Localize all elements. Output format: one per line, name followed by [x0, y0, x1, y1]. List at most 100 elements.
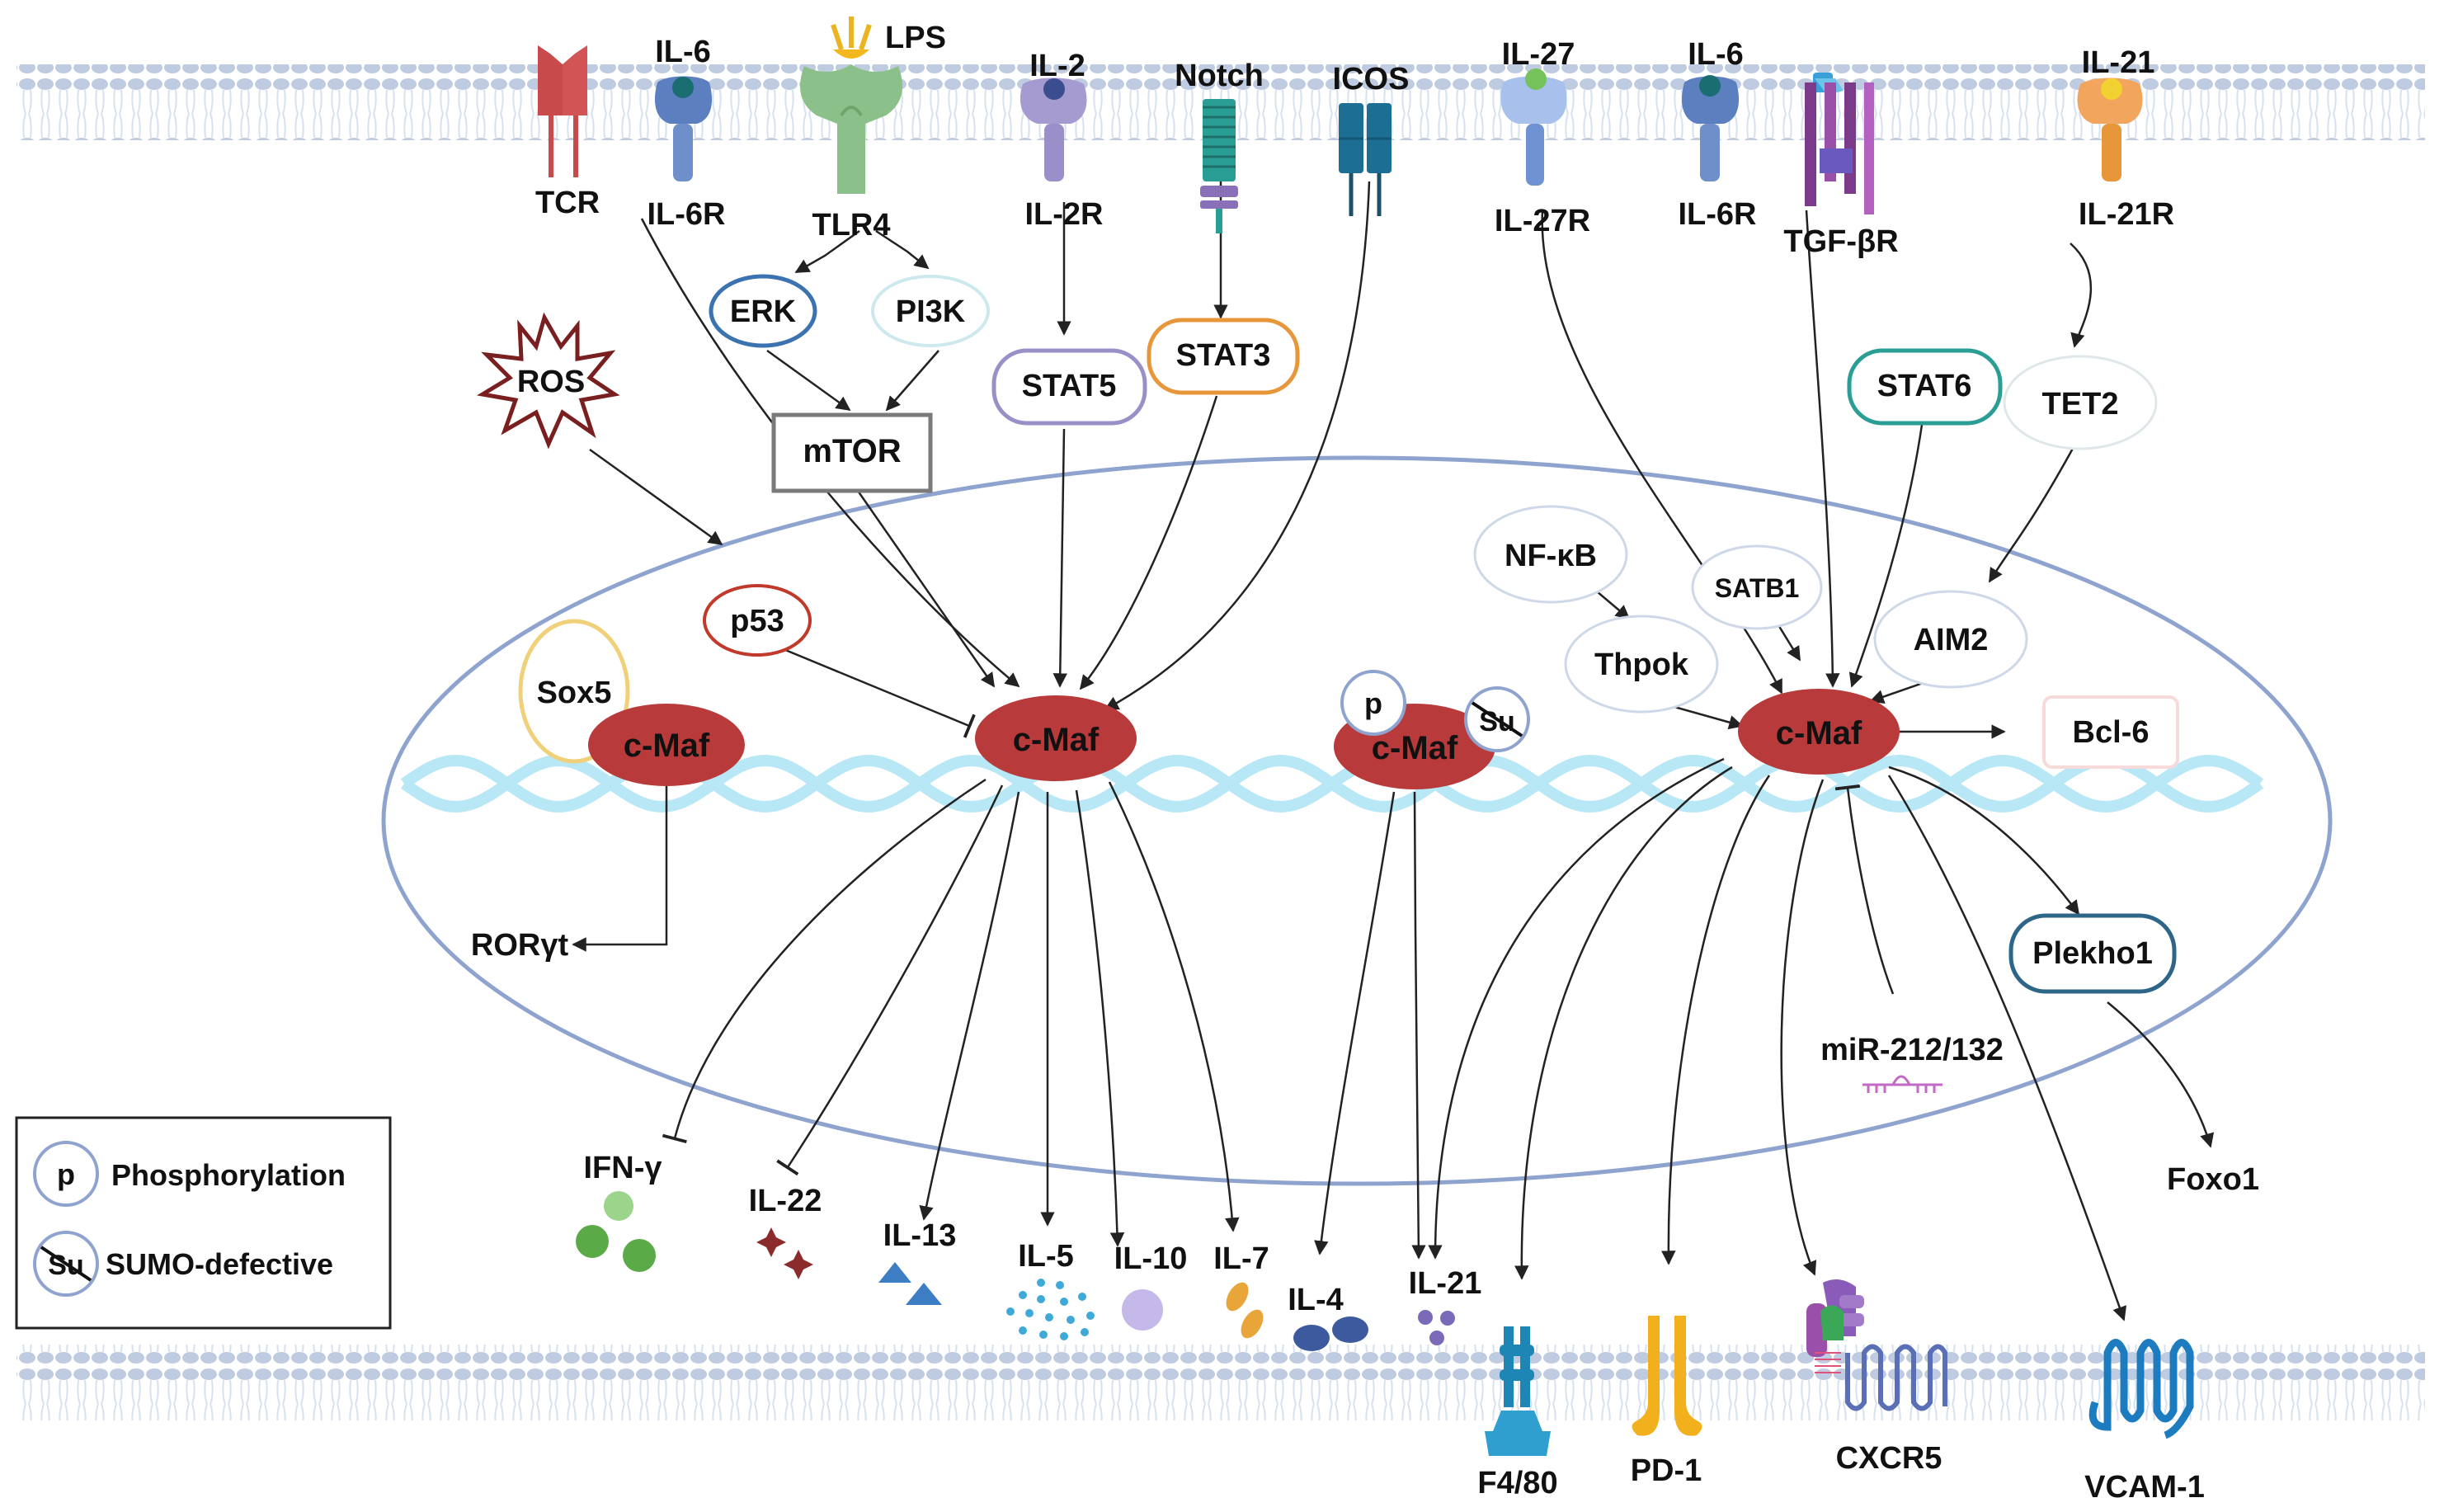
- il5-label: IL-5: [1018, 1239, 1074, 1274]
- dna-helix: [400, 754, 2264, 813]
- thpok-label: Thpok: [1594, 648, 1689, 682]
- mtor-node: mTOR: [771, 412, 933, 493]
- tet2-node: TET2: [2003, 355, 2158, 450]
- il22-particle-icon: [756, 1227, 786, 1257]
- il7-label: IL-7: [1213, 1241, 1269, 1276]
- tcr-label: TCR: [535, 186, 600, 220]
- nucleus-envelope: [381, 455, 2333, 1186]
- legend: p Phosphorylation Su SUMO-defective: [15, 1116, 392, 1330]
- p53-label: p53: [730, 604, 784, 638]
- il27r-label: IL-27R: [1495, 204, 1590, 238]
- edge-cmaf-il7: [1108, 781, 1240, 1232]
- satb1-node: SATB1: [1691, 544, 1823, 630]
- f480-receptor-icon: [1485, 1326, 1551, 1456]
- il4-label: IL-4: [1288, 1283, 1344, 1317]
- pd1-receptor-icon: [1632, 1316, 1702, 1436]
- edge-tlr4-pi3k: [875, 229, 930, 270]
- il22-label: IL-22: [749, 1184, 822, 1218]
- cxcr5-label: CXCR5: [1836, 1441, 1942, 1476]
- il2-ligand-label: IL-2: [1029, 49, 1085, 83]
- bottom-membrane: [16, 1345, 2425, 1420]
- icos-receptor-icon: [1339, 103, 1392, 216]
- il27-ligand-label: IL-27: [1502, 37, 1575, 72]
- aim2-node: AIM2: [1873, 590, 2028, 689]
- lps-label: LPS: [885, 21, 946, 55]
- edge-stat5-cmaf: [1052, 428, 1068, 688]
- ifng-particle-icon: [604, 1191, 633, 1221]
- legend-phospho-icon: [33, 1141, 99, 1207]
- cmaf-node-4: c-Maf: [1738, 689, 1900, 775]
- il21-secretion: IL-21: [1409, 1266, 1482, 1345]
- tlr4-label: TLR4: [812, 208, 891, 243]
- edge-stat6-cmaf: [1848, 424, 1924, 688]
- il21-ligand-label: IL-21: [2082, 45, 2155, 80]
- edge-cmaf-il22: [776, 784, 1004, 1176]
- edge-il27r-cmaf: [1541, 210, 1783, 695]
- cmaf-label-2: c-Maf: [1013, 722, 1100, 758]
- edge-cmaf-il13: [919, 791, 1020, 1221]
- edge-cmaf-pd1: [1661, 775, 1771, 1265]
- il6-ligand-label-2: IL-6: [1688, 37, 1744, 72]
- edge-tlr4-erk: [794, 229, 860, 274]
- edge-cmaf-cxcr5: [1780, 779, 1825, 1276]
- stat6-label: STAT6: [1877, 369, 1972, 403]
- tet2-label: TET2: [2042, 387, 2119, 422]
- f480-label: F4/80: [1477, 1466, 1557, 1500]
- mirna-hairpin-icon: [1862, 1075, 1942, 1093]
- il5-secretion: IL-5: [1006, 1239, 1095, 1340]
- il2r-receptor-icon: [1020, 78, 1087, 181]
- il21-particle-icon: [1418, 1310, 1433, 1325]
- il6r-receptor-icon: [654, 76, 713, 181]
- tlr4-receptor-icon: [800, 16, 902, 194]
- il6r-label-2: IL-6R: [1679, 197, 1757, 232]
- thpok-node: Thpok: [1564, 615, 1719, 714]
- nfkb-node: NF-κB: [1473, 505, 1628, 604]
- cmaf-node-1: c-Maf: [588, 704, 745, 786]
- il5-particle-icon: [1006, 1279, 1095, 1340]
- notch-label: Notch: [1175, 59, 1264, 93]
- plekho1-label: Plekho1: [2032, 936, 2153, 971]
- edge-mtor-cmaf: [856, 490, 996, 688]
- stat3-label: STAT3: [1176, 338, 1271, 373]
- legend-sumo-label: SUMO-defective: [106, 1247, 333, 1281]
- edge-cmaf-ifng: [662, 778, 987, 1143]
- bcl6-node: Bcl-6: [2042, 695, 2179, 769]
- edge-plekho1-foxo1: [2107, 1001, 2215, 1148]
- satb1-label: SATB1: [1715, 573, 1800, 603]
- cmaf-label-3: c-Maf: [1372, 730, 1458, 766]
- il4-secretion: IL-4: [1288, 1283, 1368, 1351]
- phospho-marker: [1340, 670, 1406, 736]
- il10-label: IL-10: [1114, 1241, 1188, 1276]
- edge-p53-cmaf: [779, 646, 976, 738]
- edge-cmaf-vcam1: [1887, 775, 2127, 1321]
- cmaf-node-2: c-Maf: [975, 695, 1137, 781]
- tgfbr-receptor-icon: [1805, 73, 1874, 214]
- edge-stat3-cmaf: [1079, 395, 1218, 690]
- nfkb-label: NF-κB: [1505, 539, 1597, 573]
- icos-label: ICOS: [1333, 62, 1410, 97]
- edge-erk-mtor: [766, 349, 851, 412]
- phospho-marker-label: p: [1364, 686, 1382, 720]
- il6r-label: IL-6R: [647, 197, 726, 232]
- il13-particle-icon: [878, 1262, 911, 1283]
- foxo1-label: Foxo1: [2167, 1162, 2259, 1197]
- pi3k-label: PI3K: [896, 294, 966, 329]
- cmaf-node-3: c-Maf p Su: [1334, 670, 1530, 789]
- edge-cmaf-il10: [1075, 789, 1125, 1247]
- tgfbr-label: TGF-βR: [1783, 224, 1898, 259]
- plekho1-node: Plekho1: [2008, 913, 2177, 994]
- cmaf-label-4: c-Maf: [1776, 715, 1862, 751]
- rorgt-label: RORγt: [471, 928, 569, 963]
- il27r-receptor-icon: [1500, 68, 1567, 186]
- edge-icos-cmaf: [1104, 181, 1371, 711]
- ros-label: ROS: [517, 365, 585, 399]
- il21-label: IL-21: [1409, 1266, 1482, 1301]
- il7-particle-icon: [1226, 1282, 1249, 1312]
- edge-cmaf3-il4: [1314, 791, 1396, 1255]
- il6r-receptor-icon-2: [1681, 75, 1740, 181]
- mir-label: miR-212/132: [1820, 1033, 2004, 1067]
- il2r-label: IL-2R: [1025, 197, 1104, 232]
- erk-label: ERK: [730, 294, 797, 329]
- edge-tgfbr-cmaf: [1805, 210, 1840, 688]
- tcr-receptor-icon: [538, 45, 587, 177]
